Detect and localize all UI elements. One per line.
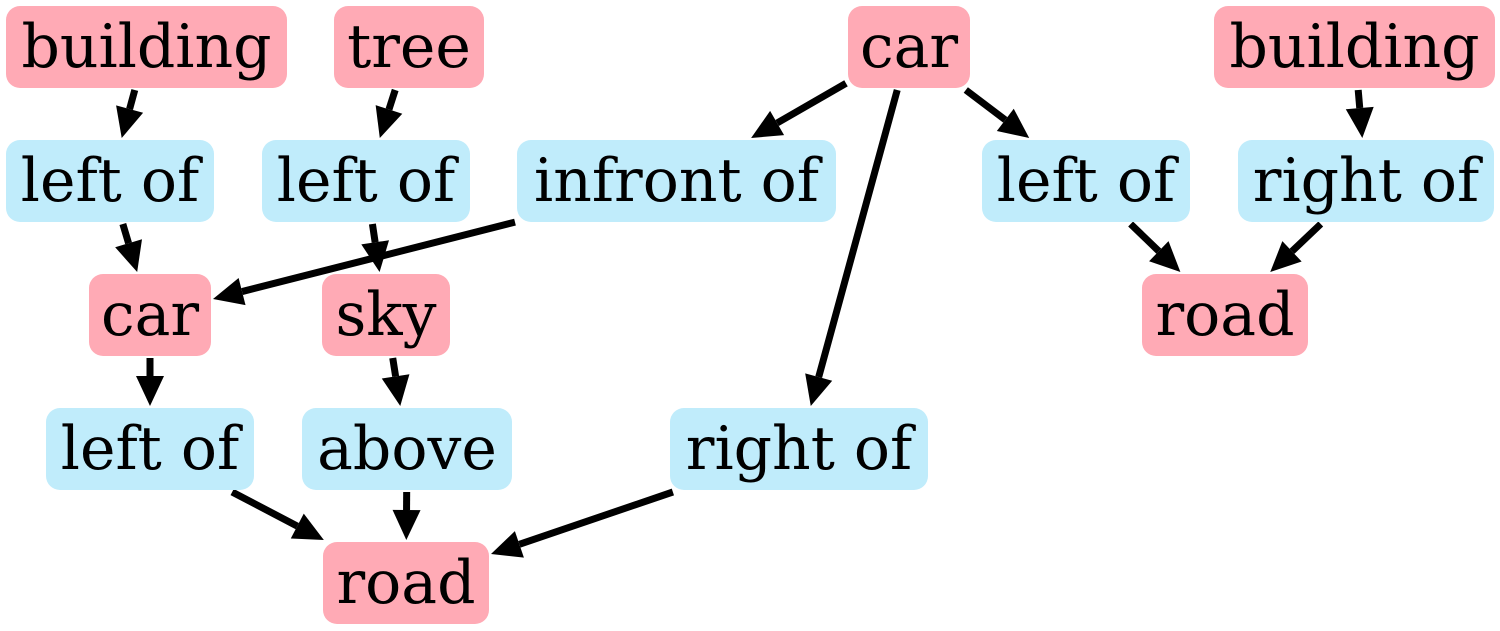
arrowhead-car_1-to-infront_of bbox=[751, 110, 785, 138]
arrowhead-tree-to-left_of_2 bbox=[375, 105, 403, 138]
node-car-1: car bbox=[848, 6, 970, 88]
arrowhead-building_2-to-right_of_1 bbox=[1345, 106, 1374, 138]
arrowhead-left_of_1-to-car_2 bbox=[115, 239, 142, 272]
arrowhead-car_1-to-right_of_2 bbox=[805, 373, 833, 406]
node-right-of-1: right of bbox=[1238, 140, 1494, 222]
arrowhead-car_2-to-left_of_4 bbox=[136, 376, 164, 406]
edge-left_of_2-to-sky bbox=[368, 223, 379, 243]
node-sky: sky bbox=[322, 274, 450, 356]
node-tree: tree bbox=[334, 6, 484, 88]
node-above: above bbox=[302, 408, 512, 490]
node-left-of-4: left of bbox=[46, 408, 254, 490]
edge-building_1-to-left_of_1 bbox=[126, 89, 139, 110]
node-left-of-2: left of bbox=[262, 140, 470, 222]
node-infront-of: infront of bbox=[517, 140, 836, 222]
node-road-1: road bbox=[323, 542, 489, 624]
edge-right_of_2-to-road_1 bbox=[518, 488, 675, 548]
edge-sky-to-above bbox=[389, 357, 400, 377]
edge-building_2-to-right_of_1 bbox=[1354, 89, 1364, 109]
node-left-of-1: left of bbox=[6, 140, 214, 222]
edge-left_of_4-to-road_1 bbox=[230, 488, 299, 530]
edge-car_1-to-right_of_2 bbox=[815, 89, 901, 378]
arrowhead-left_of_4-to-road_1 bbox=[290, 513, 324, 540]
arrowhead-above-to-road_1 bbox=[392, 509, 421, 540]
arrowhead-building_1-to-left_of_1 bbox=[116, 105, 144, 138]
node-left-of-3: left of bbox=[982, 140, 1190, 222]
edge-right_of_1-to-road_2 bbox=[1289, 221, 1324, 254]
arrowhead-right_of_2-to-road_1 bbox=[491, 531, 524, 558]
arrowhead-sky-to-above bbox=[381, 374, 410, 406]
node-building-2: building bbox=[1214, 6, 1495, 88]
node-building-1: building bbox=[6, 6, 287, 88]
arrowhead-infront_of-to-car_2 bbox=[213, 277, 246, 306]
edge-car_1-to-left_of_3 bbox=[963, 87, 1008, 123]
node-right-of-2: right of bbox=[670, 408, 928, 490]
edge-infront_of-to-car_2 bbox=[241, 218, 516, 295]
edge-tree-to-left_of_2 bbox=[385, 88, 399, 111]
edge-car_1-to-infront_of bbox=[775, 80, 848, 127]
arrowhead-car_1-to-left_of_3 bbox=[996, 108, 1030, 138]
edge-left_of_3-to-road_2 bbox=[1128, 221, 1162, 254]
arrowhead-left_of_3-to-road_2 bbox=[1149, 241, 1181, 272]
node-road-2: road bbox=[1142, 274, 1308, 356]
arrowhead-right_of_1-to-road_2 bbox=[1270, 241, 1302, 272]
node-car-2: car bbox=[89, 274, 211, 356]
edge-left_of_1-to-car_2 bbox=[119, 222, 132, 245]
